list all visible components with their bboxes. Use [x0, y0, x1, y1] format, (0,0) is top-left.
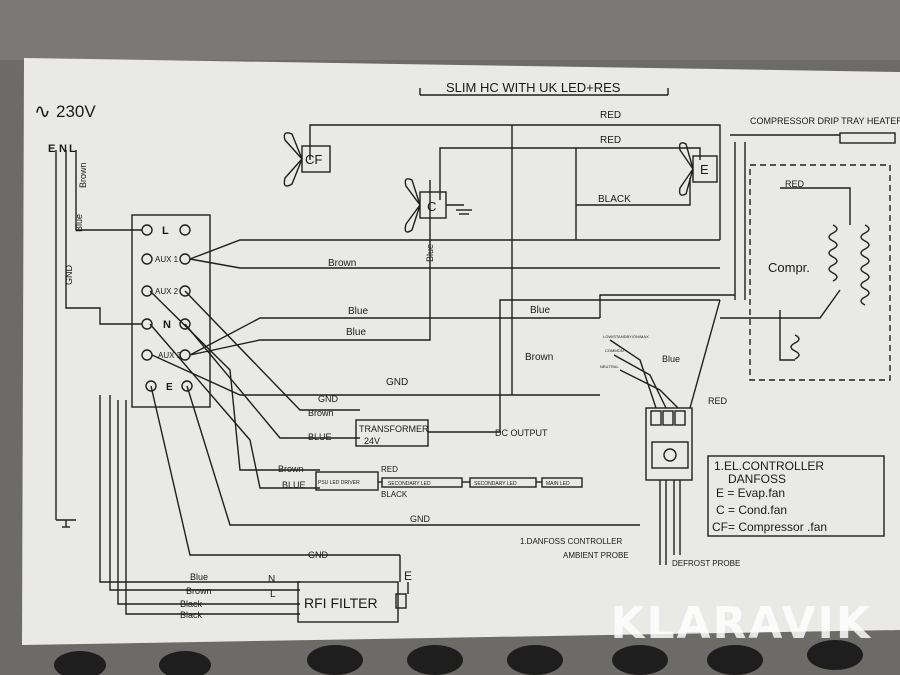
wire-blue-vertical: Blue	[74, 214, 84, 232]
terminal-aux3: AUX 3	[158, 351, 182, 360]
legend-item-2: C = Cond.fan	[716, 503, 787, 517]
wire-black-evap: BLACK	[598, 194, 631, 205]
c-fan-label: C	[427, 199, 436, 214]
filter-wire-black-1: Black	[180, 599, 203, 609]
wire-brown-right: Brown	[525, 352, 553, 363]
wire-blue-led: BLUE	[282, 480, 306, 490]
label-sticker	[22, 58, 900, 645]
wire-brown-transformer: Brown	[308, 408, 334, 418]
compressor-label: Compr.	[768, 260, 810, 275]
wire-blue-mid-2: Blue	[346, 327, 366, 338]
supply-voltage: 230V	[56, 102, 96, 121]
terminal-block	[131, 214, 211, 408]
transformer-voltage: 24V	[364, 436, 380, 446]
relay-label-1: LOW/STANDBY/ON/MAX	[603, 334, 649, 339]
wire-blue-mid-1: Blue	[348, 306, 368, 317]
wire-brown-aux1: Brown	[328, 258, 356, 269]
filter-e-label: E	[404, 569, 412, 583]
filter-wire-black-2: Black	[180, 610, 203, 620]
controller-label: 1.DANFOSS CONTROLLER	[520, 537, 622, 546]
wire-red-top-2: RED	[600, 135, 621, 146]
led-1-label: SECONDARY LED	[388, 481, 431, 487]
filter-wire-brown: Brown	[186, 586, 212, 596]
legend-item-3: CF= Compressor .fan	[712, 520, 827, 534]
diagram-title: SLIM HC WITH UK LED+RES	[446, 80, 621, 95]
wire-brown-vertical: Brown	[78, 162, 88, 188]
filter-n-label: N	[268, 574, 275, 585]
supply-e: E	[48, 143, 55, 155]
transformer-box	[355, 419, 429, 447]
filter-wire-blue: Blue	[190, 572, 208, 582]
supply-n: N	[59, 143, 67, 155]
wire-gnd-filter: GND	[308, 550, 329, 560]
wire-red-compressor: RED	[785, 179, 805, 189]
wire-gnd-vertical: GND	[64, 265, 74, 286]
e-fan-label: E	[700, 162, 709, 177]
led-driver-label: PSU LED DRIVER	[318, 480, 360, 486]
rfi-filter-label: RFI FILTER	[304, 595, 378, 611]
terminal-e: E	[166, 382, 173, 393]
supply-symbol: ∿	[34, 101, 51, 123]
legend-box	[707, 455, 885, 537]
terminal-aux2: AUX 2	[155, 287, 179, 296]
controller-block	[645, 407, 693, 481]
wire-gnd-lower: GND	[410, 514, 431, 524]
wire-blue-transformer: BLUE	[308, 432, 332, 442]
led-3-label: MAIN LED	[546, 481, 570, 487]
transformer-label: TRANSFORMER	[359, 424, 429, 434]
legend-item-1: E = Evap.fan	[716, 486, 785, 500]
wire-blue-controller: Blue	[662, 354, 680, 364]
compressor-box	[749, 164, 891, 381]
filter-l-label: L	[270, 589, 276, 600]
watermark: KLARAVIK	[610, 598, 872, 649]
terminal-n: N	[163, 319, 171, 331]
wire-black-led: BLACK	[381, 490, 408, 499]
supply-l: L	[69, 143, 76, 155]
legend-title-2: DANFOSS	[728, 472, 786, 486]
terminal-aux1: AUX 1	[155, 255, 179, 264]
wire-red-controller: RED	[708, 396, 728, 406]
heater-label: COMPRESSOR DRIP TRAY HEATER	[750, 116, 900, 126]
wire-gnd-transformer: GND	[318, 394, 339, 404]
terminal-l: L	[162, 225, 169, 237]
wire-blue-right: Blue	[530, 305, 550, 316]
wire-brown-led: Brown	[278, 464, 304, 474]
rfi-filter-box	[297, 581, 399, 623]
wire-gnd-aux3: GND	[386, 377, 408, 388]
wire-blue-c-fan: Blue	[425, 244, 435, 262]
wire-red-led: RED	[381, 465, 398, 474]
ambient-probe-label: AMBIENT PROBE	[563, 551, 629, 560]
cf-fan-label: CF	[305, 152, 322, 167]
defrost-probe-label: DEFROST PROBE	[672, 559, 740, 568]
wire-red-top-1: RED	[600, 110, 621, 121]
dc-output-label: DC OUTPUT	[495, 428, 548, 438]
led-2-label: SECONDARY LED	[474, 481, 517, 487]
relay-label-2: COMMON	[605, 348, 624, 353]
legend-title-1: 1.EL.CONTROLLER	[714, 459, 824, 473]
relay-label-3: NEUTRAL	[600, 364, 619, 369]
